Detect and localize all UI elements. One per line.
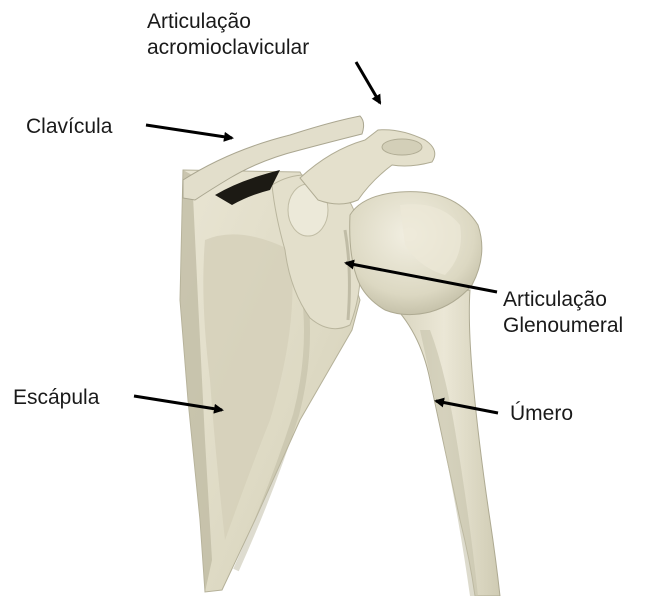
label-glenoumeral-line2: Glenoumeral (503, 313, 623, 339)
label-glenohumeral-joint: Articulação Glenoumeral (503, 287, 623, 339)
label-acromioclavicular-line1: Articulação (147, 9, 309, 35)
arrow-acromioclavicular (356, 62, 380, 103)
label-glenoumeral-line1: Articulação (503, 287, 623, 313)
label-acromioclavicular-joint: Articulação acromioclavicular (147, 9, 309, 61)
label-clavicula: Clavícula (26, 114, 112, 140)
arrow-clavicula (146, 125, 232, 138)
label-umero: Úmero (510, 401, 573, 427)
label-acromioclavicular-line2: acromioclavicular (147, 35, 309, 61)
humerus-bone (350, 192, 500, 596)
label-escapula: Escápula (13, 385, 99, 411)
